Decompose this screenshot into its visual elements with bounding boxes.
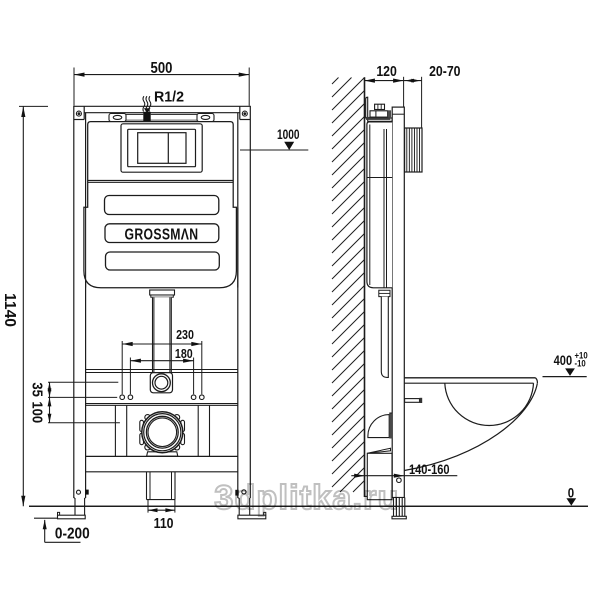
svg-text:R1/2: R1/2 [154, 89, 184, 105]
svg-text:180: 180 [175, 346, 193, 361]
svg-text:1140: 1140 [1, 293, 18, 327]
svg-text:120: 120 [376, 63, 397, 79]
svg-text:100: 100 [29, 401, 45, 423]
svg-text:230: 230 [176, 327, 194, 342]
svg-text:0: 0 [568, 484, 574, 500]
svg-text:140-160: 140-160 [409, 462, 450, 477]
svg-text:0-200: 0-200 [55, 526, 90, 543]
svg-text:110: 110 [154, 515, 174, 531]
svg-text:GROSSMΛN: GROSSMΛN [125, 225, 199, 243]
svg-text:-10: -10 [575, 358, 586, 369]
svg-text:35: 35 [29, 382, 45, 397]
svg-text:20-70: 20-70 [429, 63, 461, 79]
svg-text:500: 500 [151, 60, 173, 77]
svg-text:3dplitka.ru: 3dplitka.ru [214, 479, 399, 517]
svg-text:+10: +10 [575, 350, 588, 361]
svg-text:400: 400 [554, 353, 573, 368]
svg-text:1000: 1000 [277, 127, 300, 143]
